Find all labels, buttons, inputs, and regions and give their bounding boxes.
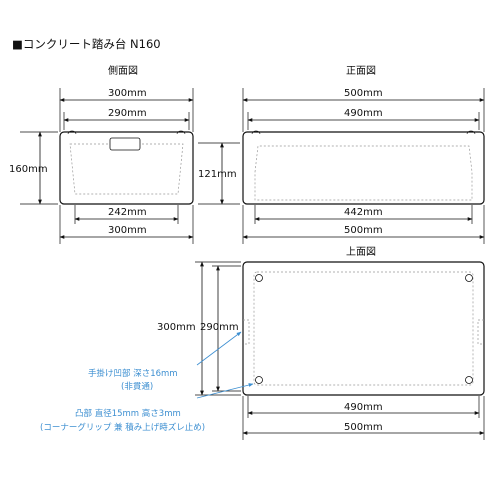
front-view-label: 正面図 bbox=[346, 65, 376, 77]
top-depth: 300mm bbox=[157, 322, 196, 333]
side-base-inner-width: 242mm bbox=[108, 207, 147, 218]
side-overall-width-bottom: 300mm bbox=[108, 225, 147, 236]
side-view bbox=[20, 88, 194, 244]
side-view-label: 側面図 bbox=[108, 64, 138, 77]
top-grip-left bbox=[243, 319, 250, 345]
front-inner-width-top: 490mm bbox=[344, 108, 383, 119]
bump-annotation-arrow bbox=[196, 383, 254, 399]
corner-bump-tl bbox=[255, 274, 263, 282]
top-view-outline bbox=[242, 261, 485, 396]
front-hollow-dashed bbox=[254, 145, 473, 201]
top-view-label: 上面図 bbox=[346, 246, 376, 258]
front-view bbox=[198, 88, 485, 244]
grip-note-line2: (非貫通) bbox=[121, 381, 153, 392]
front-overall-width-bottom: 500mm bbox=[344, 225, 383, 236]
corner-bump-bl bbox=[255, 376, 263, 384]
top-view bbox=[195, 261, 485, 440]
side-view-outline bbox=[59, 131, 194, 205]
side-grip-recess bbox=[109, 137, 141, 151]
front-height: 121mm bbox=[198, 169, 237, 180]
corner-bump-tr bbox=[465, 274, 473, 282]
bump-note-line2: (コーナーグリップ 兼 積み上げ時ズレ止め) bbox=[40, 422, 205, 433]
side-height: 160mm bbox=[9, 164, 48, 175]
top-inner-depth: 290mm bbox=[200, 322, 239, 333]
top-inner-width: 490mm bbox=[344, 402, 383, 413]
front-base-inner-width: 442mm bbox=[344, 207, 383, 218]
top-overall-width: 500mm bbox=[344, 422, 383, 433]
bump-note-line1: 凸部 直径15mm 高さ3mm bbox=[75, 408, 181, 419]
corner-bump-br bbox=[465, 376, 473, 384]
grip-note-line1: 手掛け凹部 深さ16mm bbox=[88, 368, 178, 379]
top-grip-right bbox=[477, 319, 484, 345]
front-view-outline bbox=[242, 131, 485, 205]
side-inner-width-top: 290mm bbox=[108, 108, 147, 119]
drawing-title: ■コンクリート踏み台 N160 bbox=[12, 37, 161, 51]
front-overall-width-top: 500mm bbox=[344, 88, 383, 99]
top-inner-dashed bbox=[253, 271, 474, 386]
side-overall-width-top: 300mm bbox=[108, 88, 147, 99]
grip-annotation-arrow bbox=[196, 331, 242, 366]
